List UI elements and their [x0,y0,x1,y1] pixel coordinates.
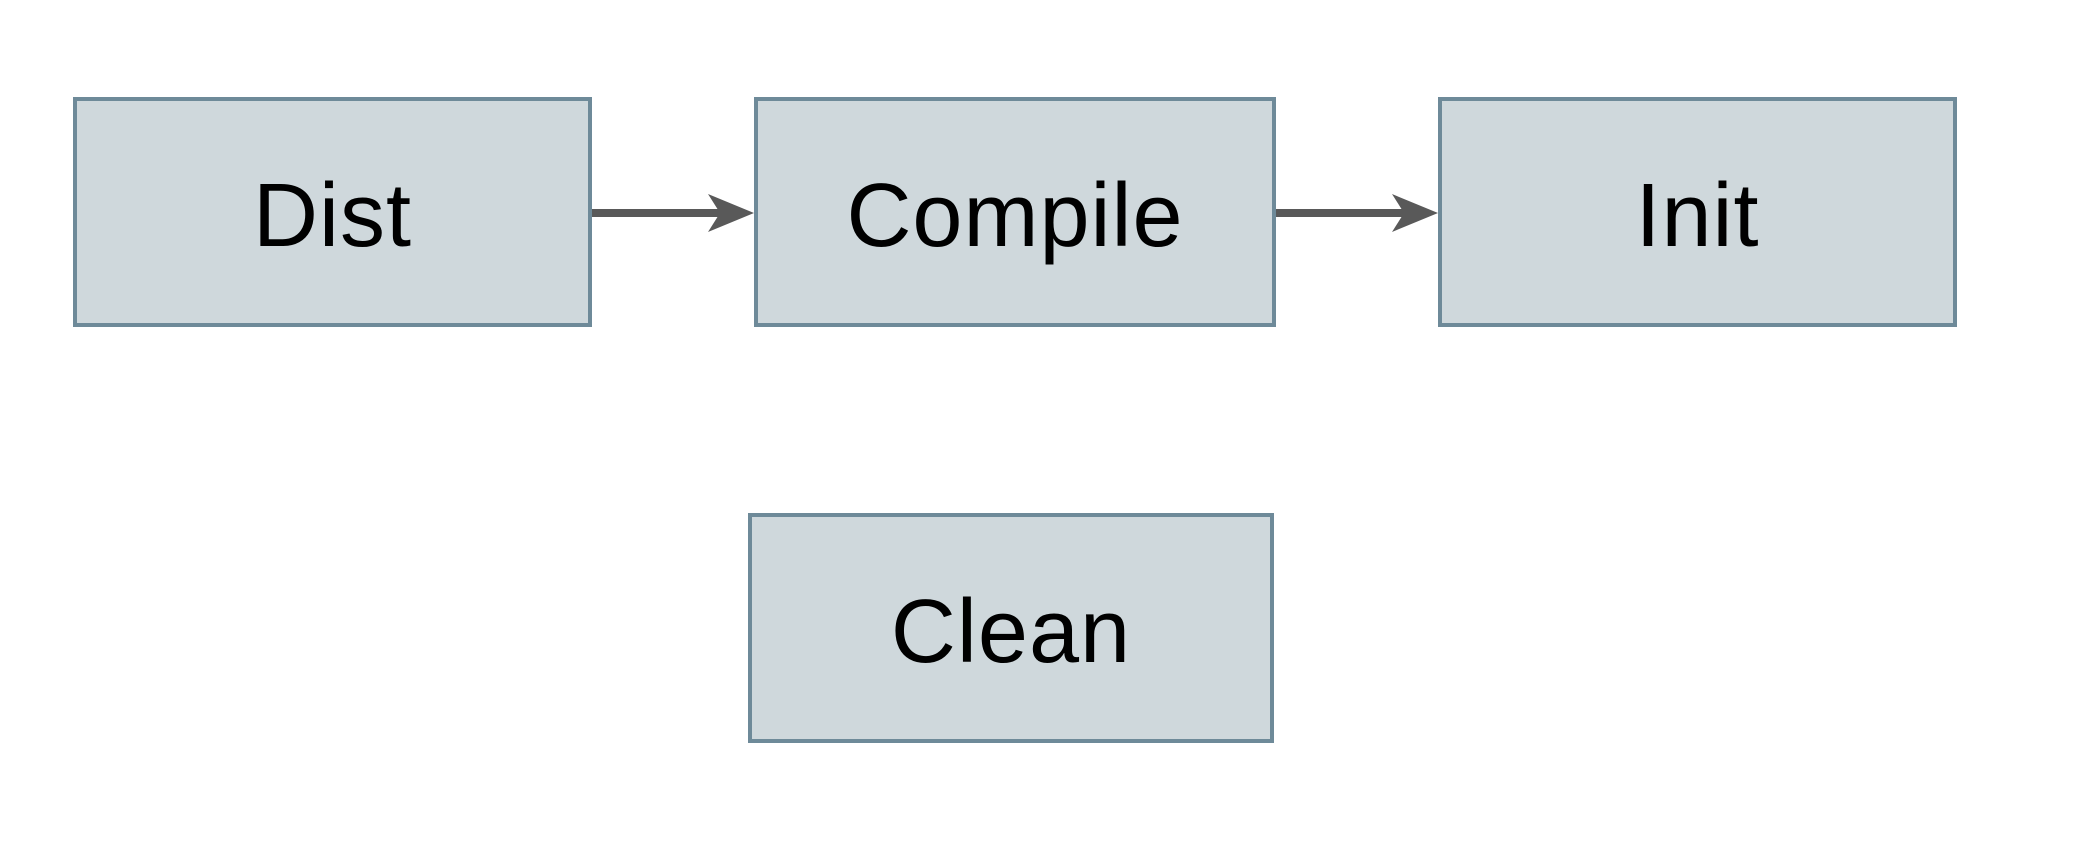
node-compile[interactable]: Compile [754,97,1276,327]
node-clean[interactable]: Clean [748,513,1274,743]
node-dist-label: Dist [253,166,412,266]
node-compile-label: Compile [846,166,1184,266]
arrowhead-icon [1392,194,1438,232]
arrow-compile-to-init[interactable] [1276,194,1438,232]
node-init-label: Init [1635,166,1760,266]
arrow-dist-to-compile[interactable] [592,194,754,232]
node-init[interactable]: Init [1438,97,1957,327]
node-clean-label: Clean [890,582,1132,682]
node-dist[interactable]: Dist [73,97,592,327]
arrowhead-icon [708,194,754,232]
